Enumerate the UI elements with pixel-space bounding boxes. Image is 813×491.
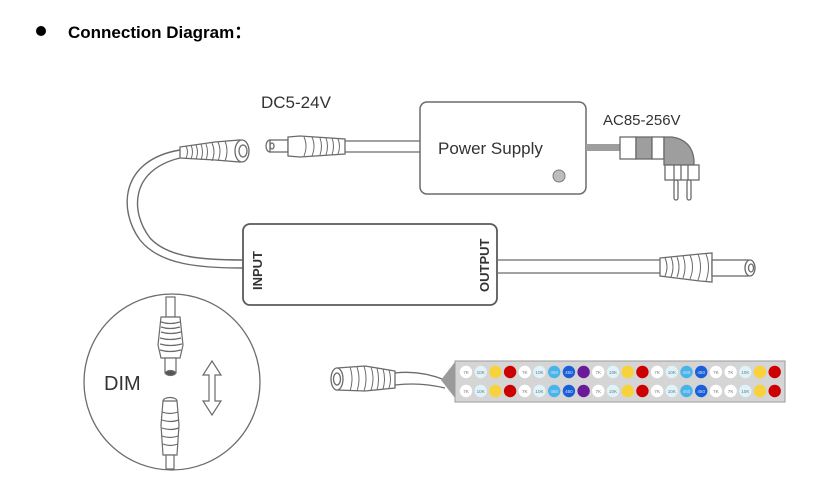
led-chip-label: 7K (463, 370, 470, 375)
led-chip-10k (533, 384, 546, 398)
led-chip-label: 7K (713, 370, 720, 375)
led-chip-7k (709, 384, 723, 398)
led-chip-red (636, 365, 649, 379)
led-chip-yellow (489, 384, 502, 398)
led-chip-label: 10K (741, 370, 750, 375)
led-chip-460 (548, 365, 561, 379)
led-chip-460 (680, 365, 693, 379)
dim-label: DIM (104, 373, 141, 395)
led-chip-10k (739, 384, 752, 398)
led-chip-7k (650, 384, 664, 398)
female-dc-jack (179, 139, 250, 163)
ac-plug (586, 136, 700, 201)
led-chip-10k (665, 365, 678, 379)
led-chip-7k (724, 384, 737, 398)
led-chip-label: 450 (697, 389, 705, 394)
dim-detail: DIM (83, 293, 261, 471)
led-chip-label: 460 (683, 389, 691, 394)
dim-male-plug (157, 296, 184, 377)
led-chip-7k (592, 384, 605, 398)
led-chip-450 (695, 384, 708, 398)
led-chip-red (636, 384, 649, 398)
led-chip-7k (459, 384, 473, 398)
led-chip-red (503, 365, 517, 379)
led-chip-label: 10K (609, 389, 618, 394)
dc-voltage-label: DC5-24V (261, 93, 332, 112)
led-chip-yellow (621, 384, 634, 398)
led-chip-10k (739, 365, 752, 379)
led-chip-10k (665, 384, 678, 398)
led-chip-purple (577, 384, 590, 398)
led-chip-label: 7K (595, 389, 602, 394)
led-chip-label: 7K (728, 370, 735, 375)
led-chip-7k (650, 365, 664, 379)
led-chip-7k (592, 365, 605, 379)
dc-cable (345, 140, 420, 153)
led-chip-label: 10K (668, 370, 677, 375)
led-chip-label: 7K (595, 370, 602, 375)
led-chip-yellow (753, 365, 767, 379)
led-chip-yellow (489, 365, 502, 379)
power-supply: Power Supply (419, 101, 587, 195)
led-strip: 7K 10K 7K 10K 460 450 7K 10K 7K 10K 460 450 7K 7K 10K 7… (441, 360, 786, 403)
dim-female-jack (160, 396, 180, 470)
led-chip-10k (533, 365, 546, 379)
led-chip-red (768, 384, 781, 398)
strip-female-connector (330, 365, 446, 392)
led-chip-label: 10K (741, 389, 750, 394)
led-chip-10k (474, 365, 487, 379)
double-arrow-icon (201, 359, 223, 417)
led-chip-label: 7K (728, 389, 735, 394)
male-dc-plug (265, 135, 346, 158)
input-label: INPUT (250, 251, 265, 290)
led-chip-10k (606, 384, 620, 398)
bullet-icon (36, 25, 46, 36)
led-chip-label: 10K (477, 389, 486, 394)
led-chip-label: 7K (654, 370, 661, 375)
led-chip-7k (724, 365, 737, 379)
led-chip-label: 10K (477, 370, 486, 375)
led-chip-red (768, 365, 781, 379)
led-chip-label: 10K (609, 370, 618, 375)
led-chip-purple (577, 365, 590, 379)
led-chip-yellow (753, 384, 767, 398)
led-chip-label: 450 (697, 370, 705, 375)
led-chip-460 (680, 384, 693, 398)
led-chip-label: 7K (522, 389, 529, 394)
led-chip-label: 7K (713, 389, 720, 394)
led-chip-label: 7K (654, 389, 661, 394)
led-chip-label: 10K (535, 389, 544, 394)
led-chip-7k (518, 365, 531, 379)
led-chip-label: 450 (565, 370, 573, 375)
power-indicator-icon (552, 169, 566, 183)
led-chip-450 (562, 365, 576, 379)
led-chip-label: 7K (463, 389, 470, 394)
input-cable (126, 149, 244, 269)
output-cable (497, 252, 756, 283)
led-chip-450 (695, 365, 708, 379)
power-supply-label: Power Supply (438, 139, 543, 158)
led-chip-yellow (621, 365, 634, 379)
led-chip-label: 460 (550, 389, 558, 394)
led-chip-label: 10K (535, 370, 544, 375)
dimmer-controller: INPUT OUTPUT (242, 223, 498, 306)
heading-text: Connection Diagram： (68, 23, 252, 42)
ac-voltage-label: AC85-256V (603, 112, 681, 129)
led-chip-label: 7K (522, 370, 529, 375)
section-heading: Connection Diagram： (36, 18, 251, 43)
led-chip-red (503, 384, 517, 398)
led-chip-10k (474, 384, 487, 398)
led-chip-7k (709, 365, 723, 379)
led-chip-label: 460 (683, 370, 691, 375)
led-chip-10k (606, 365, 620, 379)
led-chip-7k (459, 365, 473, 379)
led-chip-7k (518, 384, 531, 398)
led-chip-450 (562, 384, 576, 398)
led-chip-label: 460 (550, 370, 558, 375)
led-chip-label: 450 (565, 389, 573, 394)
led-chip-460 (548, 384, 561, 398)
led-chip-label: 10K (668, 389, 677, 394)
output-label: OUTPUT (477, 239, 492, 293)
